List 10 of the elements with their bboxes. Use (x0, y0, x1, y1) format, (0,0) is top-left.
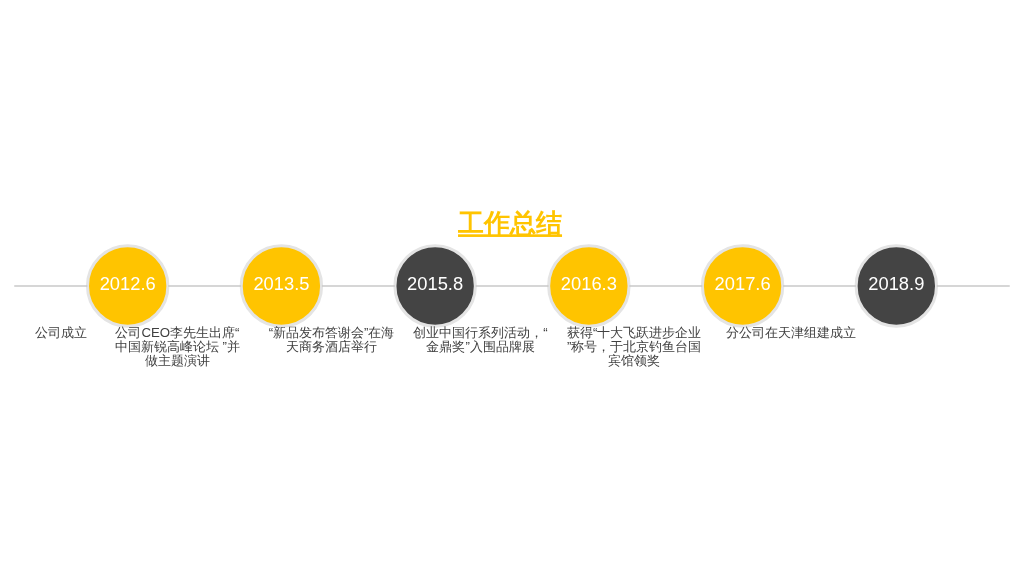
node-circle: 2018.9 (854, 243, 939, 328)
connector (13, 284, 89, 287)
connector (935, 284, 1011, 287)
connector (321, 284, 396, 287)
connector (628, 284, 704, 287)
diagram-title: 工作总结 (458, 207, 563, 238)
node-label: 公司成立 (34, 324, 87, 340)
connector (167, 284, 242, 287)
connector (474, 284, 550, 287)
connector (782, 284, 857, 287)
